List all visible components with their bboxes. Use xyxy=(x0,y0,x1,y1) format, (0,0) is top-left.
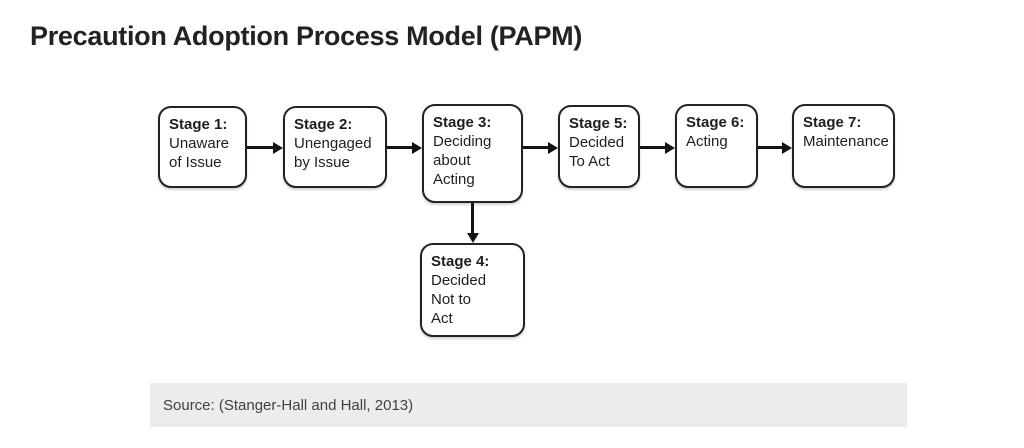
stage-6-label: Stage 6: xyxy=(686,114,745,131)
arrow-shaft xyxy=(640,146,665,149)
arrow-shaft xyxy=(247,146,273,149)
arrow-stage3-to-stage5 xyxy=(523,141,558,154)
stage-box-6: Stage 6: Acting xyxy=(675,104,758,188)
arrow-head-icon xyxy=(412,141,422,154)
source-text: Source: (Stanger-Hall and Hall, 2013) xyxy=(163,396,414,414)
arrow-head-icon xyxy=(665,141,675,154)
stage-1-label: Stage 1: xyxy=(169,116,228,133)
arrow-stage3-to-stage4 xyxy=(466,203,479,243)
stage-box-4: Stage 4: Decided Not to Act xyxy=(420,243,525,337)
stage-7-label: Stage 7: xyxy=(803,114,862,131)
arrow-stage5-to-stage6 xyxy=(640,141,675,154)
stage-4-label: Stage 4: xyxy=(431,253,490,270)
arrow-shaft xyxy=(471,203,474,233)
stage-2-label: Stage 2: xyxy=(294,116,353,133)
stage-5-body: Decided To Act xyxy=(569,134,625,170)
stage-6-body: Acting xyxy=(686,133,728,150)
stage-box-3: Stage 3: Deciding about Acting xyxy=(422,104,523,203)
arrow-head-icon xyxy=(548,141,558,154)
stage-box-2: Stage 2: Unengaged by Issue xyxy=(283,106,387,188)
arrow-stage2-to-stage3 xyxy=(387,141,422,154)
stage-3-label: Stage 3: xyxy=(433,114,492,131)
arrow-stage1-to-stage2 xyxy=(247,141,283,154)
page-title: Precaution Adoption Process Model (PAPM) xyxy=(30,21,583,51)
stage-3-body: Deciding about Acting xyxy=(433,133,492,188)
stage-box-5: Stage 5: Decided To Act xyxy=(558,105,640,188)
stage-2-body: Unengaged by Issue xyxy=(294,135,372,171)
stage-7-body: Maintenance xyxy=(803,133,889,150)
stage-box-1: Stage 1: Unaware of Issue xyxy=(158,106,247,188)
arrow-head-icon xyxy=(466,233,479,243)
arrow-head-icon xyxy=(782,141,792,154)
arrow-shaft xyxy=(387,146,412,149)
arrow-shaft xyxy=(758,146,782,149)
stage-5-label: Stage 5: xyxy=(569,115,628,132)
arrow-stage6-to-stage7 xyxy=(758,141,792,154)
stage-box-7: Stage 7: Maintenance xyxy=(792,104,895,188)
stage-1-body: Unaware of Issue xyxy=(169,135,230,171)
source-bar: Source: (Stanger-Hall and Hall, 2013) xyxy=(150,383,907,427)
arrow-head-icon xyxy=(273,141,283,154)
stage-4-body: Decided Not to Act xyxy=(431,272,487,327)
arrow-shaft xyxy=(523,146,548,149)
